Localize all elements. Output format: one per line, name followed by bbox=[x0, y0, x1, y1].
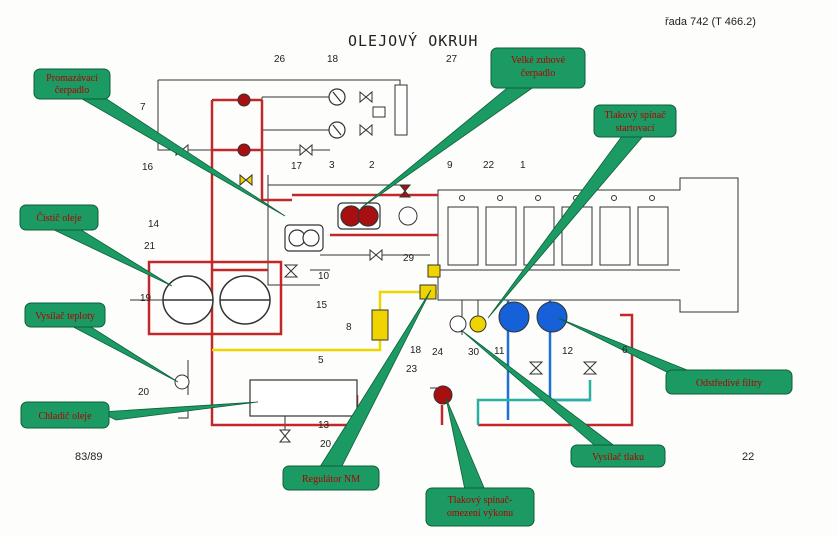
oil-cleaner bbox=[162, 275, 271, 325]
callout-promazavaci: Promazávací čerpadlo bbox=[33, 68, 111, 100]
teal-oil-lines bbox=[476, 380, 592, 425]
svg-text:29: 29 bbox=[403, 253, 415, 264]
svg-text:17: 17 bbox=[291, 161, 303, 172]
page-left: 83/89 bbox=[75, 451, 103, 463]
callout-tlakovy-omezeni: Tlakový spínač- omezení výkonu bbox=[425, 487, 535, 527]
nm-regulator bbox=[371, 309, 389, 341]
svg-text:19: 19 bbox=[140, 293, 152, 304]
valve-9 bbox=[398, 184, 412, 198]
regulator-connector bbox=[419, 284, 437, 300]
svg-text:8: 8 bbox=[346, 322, 352, 333]
svg-text:2: 2 bbox=[369, 160, 375, 171]
callout-pointers bbox=[49, 83, 708, 491]
oil-cooler bbox=[249, 379, 358, 417]
svg-text:22: 22 bbox=[483, 160, 495, 171]
svg-text:26: 26 bbox=[274, 54, 286, 65]
power-limit-pressure-switch bbox=[433, 385, 453, 405]
priming-pump bbox=[284, 224, 324, 252]
pressure-sender-24 bbox=[449, 315, 467, 333]
valve-12 bbox=[582, 361, 598, 375]
svg-text:Tlakový spínač-: Tlakový spínač- bbox=[448, 495, 513, 506]
check-valve-bottom bbox=[237, 143, 251, 157]
svg-text:24: 24 bbox=[432, 347, 444, 358]
valve-14 bbox=[239, 173, 253, 187]
svg-text:16: 16 bbox=[142, 162, 154, 173]
svg-text:Promazávací: Promazávací bbox=[46, 73, 98, 84]
svg-text:7: 7 bbox=[140, 102, 146, 113]
part-numbers: 1 2 3 5 6 7 8 9 10 11 12 13 14 15 16 17 … bbox=[138, 54, 628, 450]
svg-text:5: 5 bbox=[318, 355, 324, 366]
svg-text:10: 10 bbox=[318, 271, 330, 282]
svg-text:3: 3 bbox=[329, 160, 335, 171]
callout-chladic: Chladič oleje bbox=[20, 401, 110, 429]
svg-text:omezení výkonu: omezení výkonu bbox=[447, 508, 513, 519]
svg-text:20: 20 bbox=[138, 387, 150, 398]
centrifugal-filter-left bbox=[498, 301, 530, 333]
callout-velke-zubove: Velké zubové čerpadlo bbox=[490, 47, 586, 89]
check-valve-top bbox=[237, 93, 251, 107]
svg-text:12: 12 bbox=[562, 346, 574, 357]
pressure-gauges bbox=[328, 88, 346, 139]
svg-text:Velké zubové: Velké zubové bbox=[511, 55, 566, 66]
svg-text:20: 20 bbox=[320, 439, 332, 450]
page-right: 22 bbox=[742, 451, 754, 463]
callout-odstredive: Odstředivé filtry bbox=[665, 369, 793, 395]
cleaner-housing bbox=[147, 260, 283, 336]
callout-cistic: Čistič oleje bbox=[19, 204, 99, 231]
svg-text:Odstředivé filtry: Odstředivé filtry bbox=[696, 378, 762, 389]
svg-text:21: 21 bbox=[144, 241, 156, 252]
svg-text:Vysílač teploty: Vysílač teploty bbox=[35, 311, 95, 322]
svg-text:27: 27 bbox=[446, 54, 458, 65]
gear-pump bbox=[337, 202, 381, 230]
callout-vysilac-teploty: Vysílač teploty bbox=[24, 302, 106, 328]
svg-text:Vysílač tlaku: Vysílač tlaku bbox=[592, 452, 644, 463]
svg-text:Čistič oleje: Čistič oleje bbox=[36, 212, 82, 224]
temperature-sender bbox=[174, 374, 190, 390]
svg-text:Chladič oleje: Chladič oleje bbox=[38, 411, 92, 422]
svg-text:23: 23 bbox=[406, 364, 418, 375]
svg-text:čerpadlo: čerpadlo bbox=[521, 68, 555, 79]
svg-text:18: 18 bbox=[410, 345, 422, 356]
svg-text:startovací: startovací bbox=[616, 123, 655, 134]
pressure-switch-box bbox=[372, 106, 386, 118]
callout-vysilac-tlaku: Vysílač tlaku bbox=[570, 444, 666, 468]
series-label: řada 742 (T 466.2) bbox=[665, 16, 756, 28]
valve-22 bbox=[398, 206, 418, 226]
component-29 bbox=[427, 264, 441, 278]
callout-regulator: Regulátor NM bbox=[282, 465, 380, 491]
gauge-panel-27 bbox=[394, 84, 408, 136]
red-oil-lines bbox=[210, 98, 634, 427]
svg-text:13: 13 bbox=[318, 420, 330, 431]
svg-text:11: 11 bbox=[494, 346, 505, 357]
svg-text:6: 6 bbox=[622, 345, 628, 356]
svg-text:Tlakový spínač: Tlakový spínač bbox=[604, 110, 666, 121]
svg-text:čerpadlo: čerpadlo bbox=[55, 85, 89, 96]
svg-text:9: 9 bbox=[447, 160, 453, 171]
svg-text:18: 18 bbox=[327, 54, 339, 65]
svg-text:1: 1 bbox=[520, 160, 526, 171]
svg-text:Regulátor NM: Regulátor NM bbox=[302, 474, 360, 485]
callout-tlakovy-startovaci: Tlakový spínač startovací bbox=[593, 104, 677, 138]
svg-text:14: 14 bbox=[148, 219, 160, 230]
svg-text:15: 15 bbox=[316, 300, 328, 311]
valve-10 bbox=[283, 264, 299, 278]
start-pressure-switch bbox=[469, 315, 487, 333]
svg-text:30: 30 bbox=[468, 347, 480, 358]
centrifugal-filter-right bbox=[536, 301, 568, 333]
diagram-title: OLEJOVÝ OKRUH bbox=[348, 31, 478, 50]
valve-11 bbox=[528, 361, 544, 375]
